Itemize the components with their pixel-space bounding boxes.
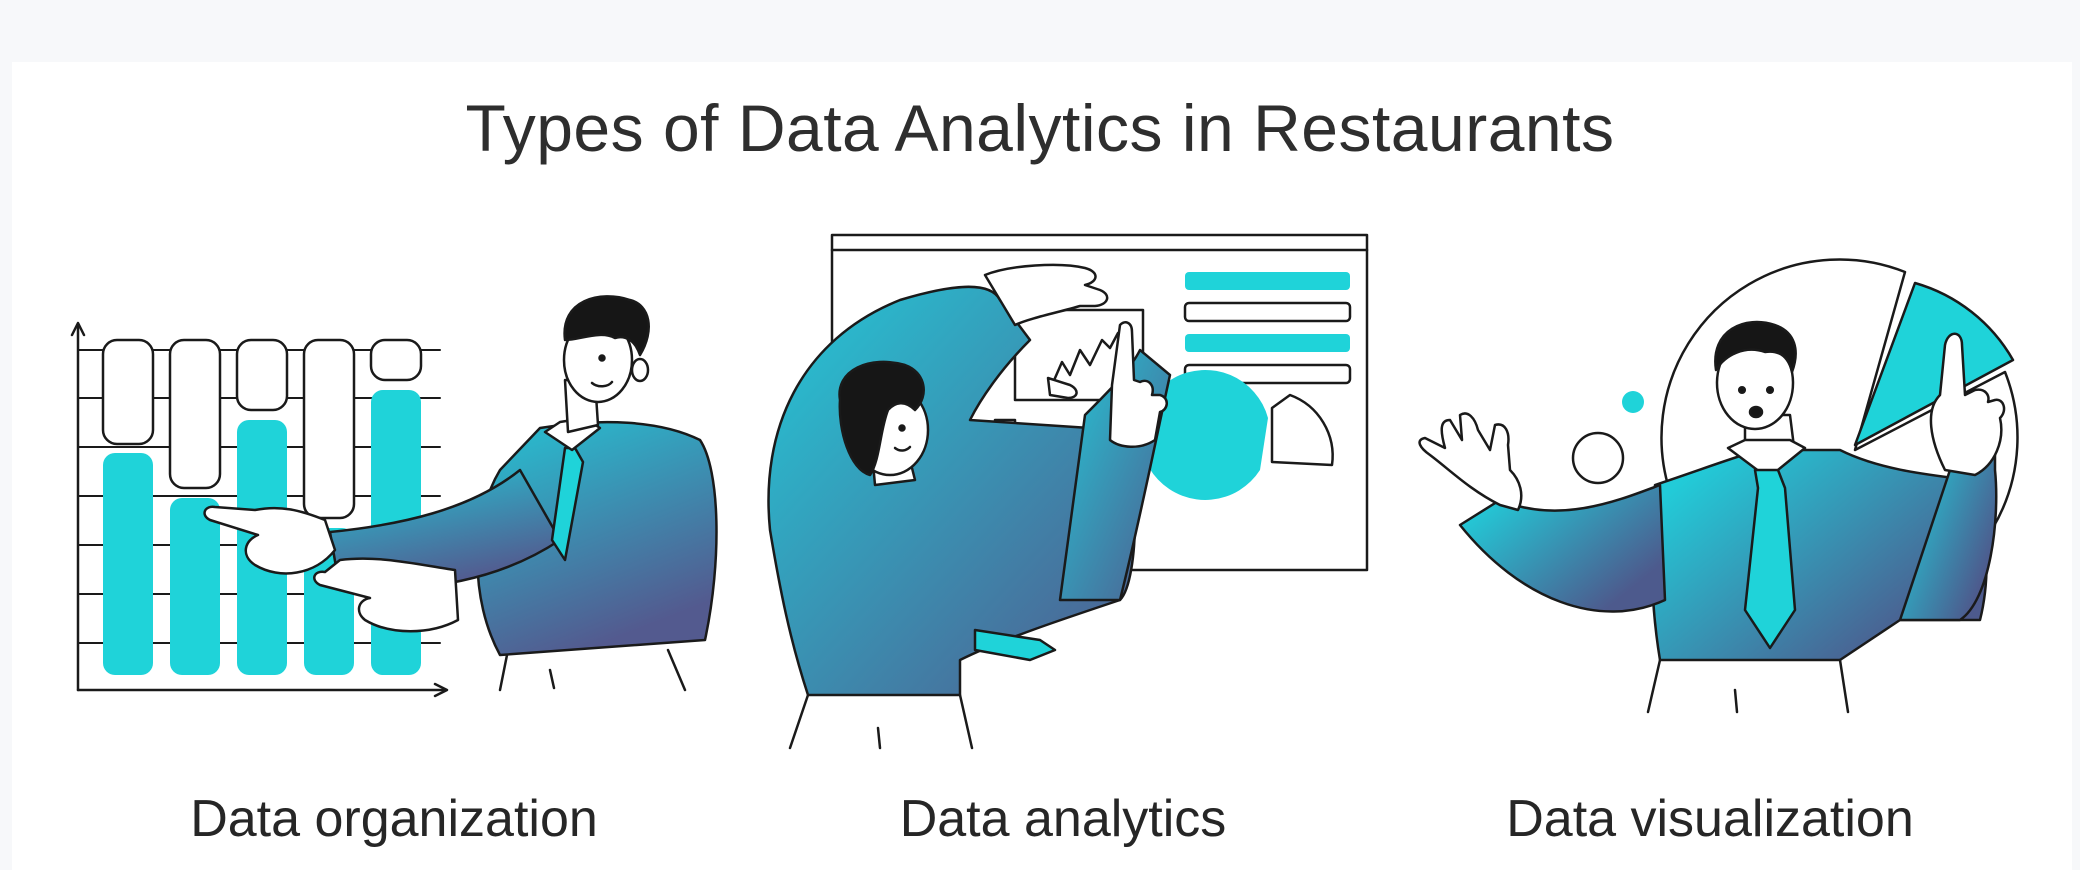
chart-bar-backgrounds bbox=[101, 338, 423, 520]
person3-legs bbox=[1646, 658, 1850, 714]
person3-left-hand bbox=[1418, 412, 1523, 512]
person1-legs bbox=[498, 648, 687, 692]
person2-hands bbox=[983, 263, 1168, 448]
top-band bbox=[0, 0, 2080, 62]
panel-visualization-illustration bbox=[1418, 258, 2019, 714]
chart-axes bbox=[70, 321, 449, 698]
infographic-title: Types of Data Analytics in Restaurants bbox=[465, 91, 1615, 165]
panel-organization-illustration bbox=[70, 295, 718, 698]
whiteboard-pie-chart bbox=[1140, 369, 1334, 500]
caption-data-organization: Data organization bbox=[190, 790, 598, 848]
person1-head bbox=[562, 295, 650, 404]
person3-right-hand bbox=[1929, 332, 2006, 477]
person2-hair bbox=[838, 360, 925, 477]
person2-tie bbox=[973, 628, 1057, 662]
person2-legs bbox=[788, 693, 974, 750]
person3-left-arm bbox=[1458, 483, 1667, 613]
caption-data-visualization: Data visualization bbox=[1506, 790, 1914, 848]
pie-chart-slice bbox=[1853, 281, 2015, 447]
panel-analytics-illustration bbox=[767, 233, 1369, 750]
decor-circle bbox=[1571, 431, 1625, 485]
person3-tie bbox=[1743, 468, 1797, 650]
caption-data-analytics: Data analytics bbox=[899, 790, 1227, 848]
decor-dot bbox=[1622, 391, 1644, 413]
person3-hair bbox=[1714, 320, 1797, 374]
person1-hair bbox=[563, 295, 650, 357]
person2-head bbox=[838, 360, 930, 487]
person3-head bbox=[1714, 320, 1797, 431]
whiteboard-lines bbox=[1183, 272, 1352, 385]
person1-hands bbox=[203, 505, 460, 633]
